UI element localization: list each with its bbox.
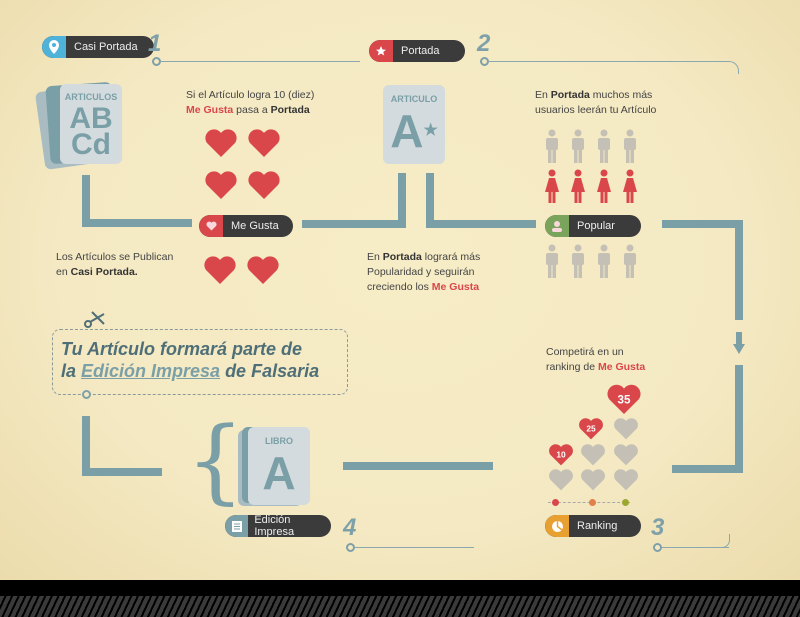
me-gusta-label: Me Gusta [231,220,279,232]
ranking-label: Ranking [577,520,618,532]
person-icon [544,169,560,203]
flow-arrow [82,416,90,476]
edicion-impresa-pill: Edición Impresa [225,515,331,537]
ranking-dot-orange [589,499,596,506]
flow-arrow [735,220,743,320]
flow-arrow [426,220,536,228]
me-gusta-pill: Me Gusta [199,215,293,237]
person-icon [622,169,638,203]
portada-lograra-text: En Portada logrará más Popularidad y seg… [367,251,481,293]
heart-icon [580,468,606,496]
timeline-line [354,547,474,548]
down-arrow-icon [733,332,745,354]
person-icon [570,244,586,278]
step-number-3: 3 [651,514,665,541]
flow-arrow [82,219,192,227]
heart-icon [248,129,280,157]
person-icon [544,244,560,278]
flow-arrow [82,175,90,227]
articulos-card-title: ARTICULOS [64,92,118,102]
libro-card: LIBRO A [248,427,310,505]
flow-arrow [302,220,404,228]
document-icon [225,515,249,537]
map-pin-icon [42,36,66,58]
popular-label: Popular [577,220,615,232]
person-icon [622,129,638,163]
libro-card-title: LIBRO [265,436,293,446]
heart-icon [613,468,639,496]
articulos-card-ab: AB [69,102,113,135]
portada-label: Portada [401,45,440,57]
casi-portada-label: Casi Portada [74,41,138,53]
ranking-pill: Ranking [545,515,641,537]
star-icon: ★ [423,122,438,139]
casi-portada-pill: Casi Portada [42,36,154,58]
flow-arrow [426,173,434,228]
ranking-score-heart: 25 [578,417,604,445]
ranking-score-heart: 10 [548,443,574,471]
heart-icon [613,443,639,471]
timeline-curve [726,61,739,74]
heart-icon [613,417,639,445]
flow-arrow [672,465,743,473]
person-icon [622,244,638,278]
star-icon [369,40,393,62]
brace-icon: { [186,407,245,514]
edicion-impresa-label: Edición Impresa [254,515,295,537]
heart-icon [204,256,236,284]
flow-arrow [343,462,493,470]
timeline-line [160,61,360,62]
articulo-card-a: A★ [390,105,438,157]
person-icon [596,169,612,203]
person-icon [596,244,612,278]
heart-icon [205,129,237,157]
headline-box: Tu Artículo formará parte de la Edición … [52,329,348,395]
person-icon [544,129,560,163]
flow-arrow [398,173,406,228]
timeline-line [661,547,729,548]
articulo-card: ARTICULO A★ [383,85,445,164]
heart-icon [199,215,223,237]
heart-icon [580,443,606,471]
portada-pill: Portada [369,40,465,62]
svg-text:25: 25 [586,424,596,434]
user-icon [545,215,569,237]
competira-text: Competirá en un ranking de Me Gusta [546,346,646,373]
svg-text:35: 35 [618,393,631,406]
heart-icon [248,171,280,199]
person-icon [596,129,612,163]
headline-text: Tu Artículo formará parte de la Edición … [61,339,320,381]
articulos-card-cd: Cd [71,128,111,161]
timeline-curve [721,534,730,548]
timeline-line [488,61,728,62]
ranking-dot-green [622,499,629,506]
flow-arrow [82,468,162,476]
pie-chart-icon [545,515,569,537]
articulo-card-title: ARTICULO [390,94,438,104]
edicion-impresa-link[interactable]: Edición Impresa [81,361,221,381]
ranking-score-heart: 35 [606,383,642,420]
publican-text: Los Artículos se Publican en Casi Portad… [56,251,174,278]
flow-arrow [735,365,743,473]
svg-text:10: 10 [556,450,566,460]
ranking-dot-red [552,499,559,506]
person-icon [570,169,586,203]
step-number-2: 2 [477,30,491,57]
footer-stripes [0,596,800,617]
heart-icon [205,171,237,199]
articulos-card: ARTICULOS AB Cd [60,84,122,164]
flow-arrow [662,220,742,228]
step-number-1: 1 [148,30,162,57]
popular-pill: Popular [545,215,641,237]
step-number-4: 4 [343,514,357,541]
heart-icon [247,256,279,284]
heart-icon [548,468,574,496]
scissors-icon [84,311,105,328]
logra-text: Si el Artículo logra 10 (diez) Me Gusta … [186,89,315,116]
person-icon [570,129,586,163]
libro-card-a: A [262,447,296,499]
infographic-canvas: Casi Portada 1 Portada 2 ARTICULOS AB Cd… [0,0,800,580]
timeline-dot [82,390,91,399]
portada-muchos-text: En Portada muchos más usuarios leerán tu… [535,89,657,116]
